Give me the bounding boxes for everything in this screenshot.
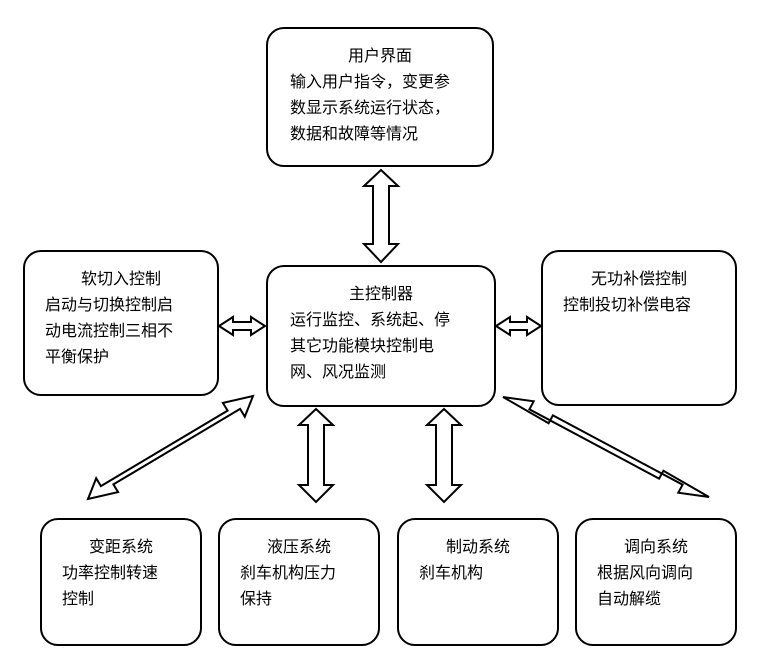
hydraulic-system-box: 液压系统 刹车机构压力 保持 bbox=[218, 518, 380, 646]
hydraulic-system-line-1: 刹车机构压力 bbox=[240, 563, 337, 582]
brake-system-title: 制动系统 bbox=[445, 537, 510, 556]
soft-start-control-box: 软切入控制 启动与切换控制启 动电流控制三相不 平衡保护 bbox=[23, 250, 219, 396]
main-controller-line-3: 网、风况监测 bbox=[290, 362, 387, 381]
arrow-main-brake bbox=[424, 407, 464, 504]
main-controller-line-1: 运行监控、系统起、停 bbox=[290, 310, 451, 329]
arrow-main-pitch bbox=[86, 394, 255, 501]
user-interface-box: 用户界面 输入用户指令，变更参 数显示系统运行状态， 数据和故障等情况 bbox=[266, 27, 494, 167]
hydraulic-system-title: 液压系统 bbox=[266, 537, 331, 556]
arrow-ui-main bbox=[361, 168, 401, 264]
soft-start-line-1: 启动与切换控制启 bbox=[45, 295, 174, 314]
brake-system-box: 制动系统 刹车机构 bbox=[397, 518, 559, 646]
brake-system-line-1: 刹车机构 bbox=[419, 563, 484, 582]
yaw-system-line-2: 自动解缆 bbox=[597, 589, 662, 608]
user-interface-line-3: 数据和故障等情况 bbox=[290, 124, 419, 143]
reactive-compensation-box: 无功补偿控制 控制投切补偿电容 bbox=[541, 250, 737, 406]
yaw-system-box: 调向系统 根据风向调向 自动解缆 bbox=[575, 518, 737, 646]
main-controller-box: 主控制器 运行监控、系统起、停 其它功能模块控制电 网、风况监测 bbox=[266, 265, 496, 407]
user-interface-line-2: 数显示系统运行状态， bbox=[290, 98, 451, 117]
soft-start-line-2: 动电流控制三相不 bbox=[45, 321, 174, 340]
user-interface-line-1: 输入用户指令，变更参 bbox=[290, 72, 451, 91]
pitch-system-line-2: 控制 bbox=[62, 589, 95, 608]
pitch-system-line-1: 功率控制转速 bbox=[62, 563, 159, 582]
reactive-compensation-title: 无功补偿控制 bbox=[590, 269, 687, 288]
soft-start-line-3: 平衡保护 bbox=[45, 347, 110, 366]
arrow-softstart-main bbox=[217, 315, 267, 337]
user-interface-title: 用户界面 bbox=[347, 46, 412, 65]
yaw-system-line-1: 根据风向调向 bbox=[597, 563, 694, 582]
pitch-system-box: 变距系统 功率控制转速 控制 bbox=[40, 518, 202, 646]
hydraulic-system-line-2: 保持 bbox=[240, 589, 273, 608]
arrow-main-yaw bbox=[502, 396, 710, 498]
arrow-main-hydraulic bbox=[296, 407, 336, 504]
arrow-main-compensation bbox=[494, 315, 543, 337]
yaw-system-title: 调向系统 bbox=[623, 537, 688, 556]
reactive-compensation-line-1: 控制投切补偿电容 bbox=[563, 295, 692, 314]
soft-start-title: 软切入控制 bbox=[80, 269, 161, 288]
main-controller-line-2: 其它功能模块控制电 bbox=[290, 336, 435, 355]
main-controller-title: 主控制器 bbox=[348, 284, 413, 303]
pitch-system-title: 变距系统 bbox=[88, 537, 153, 556]
